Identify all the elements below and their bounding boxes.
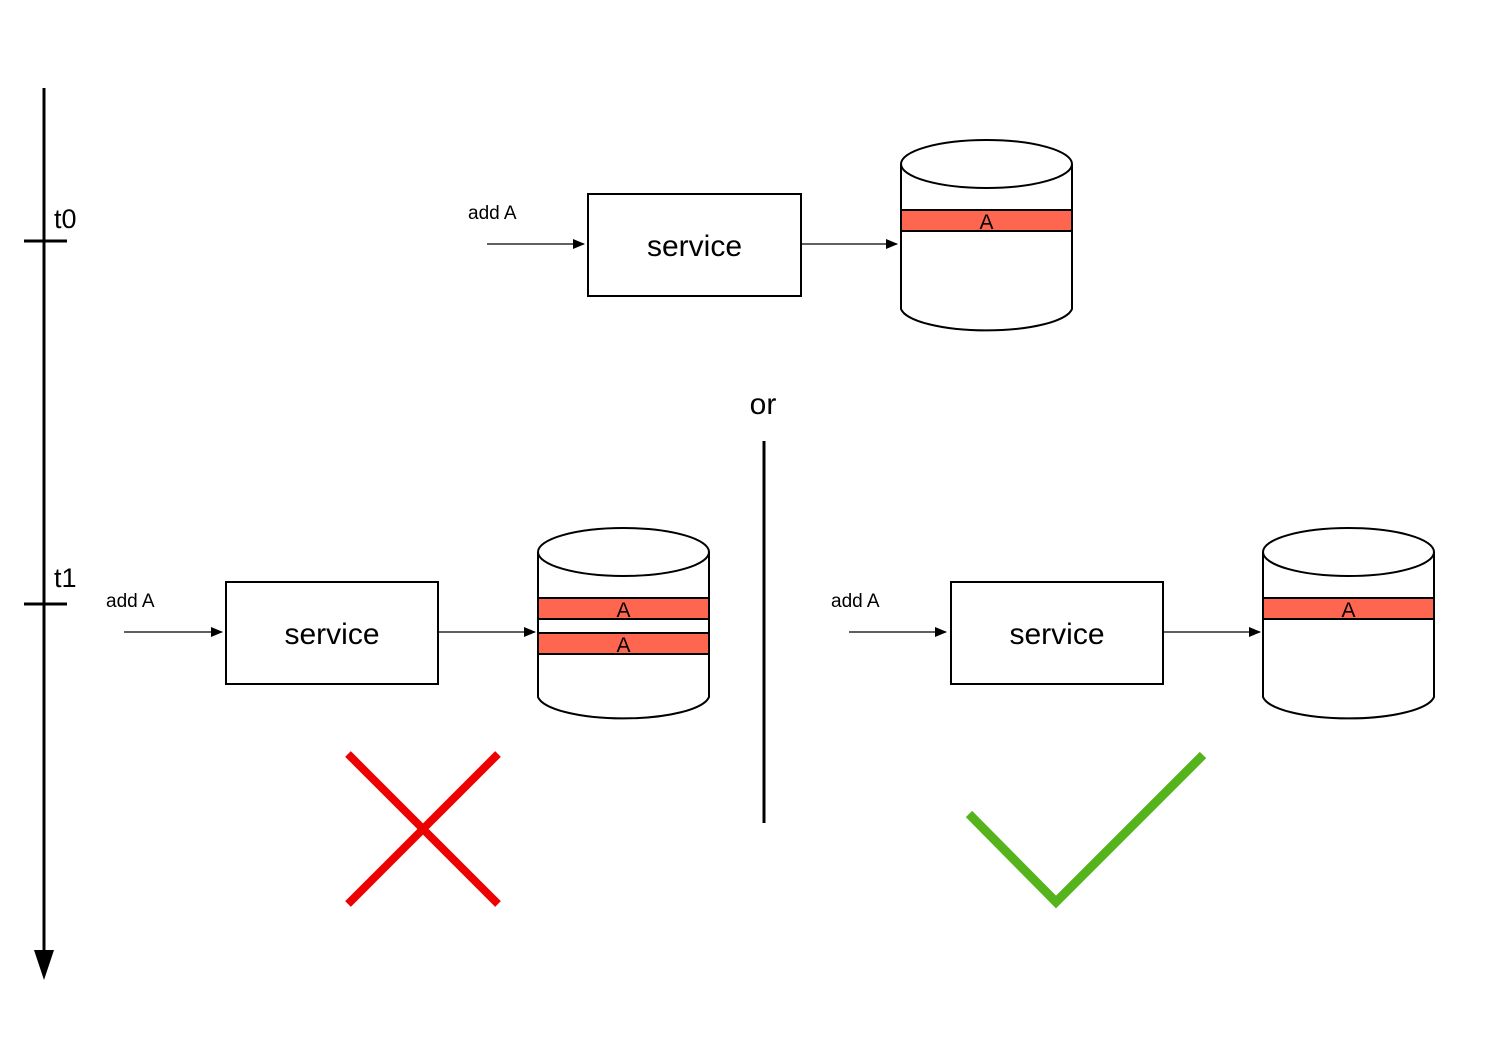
db-record <box>1262 597 1435 620</box>
database-icon: A <box>900 139 1073 332</box>
service-box <box>225 581 439 685</box>
database-icon: A A <box>537 527 710 720</box>
timeline-label-t1: t1 <box>54 563 77 593</box>
db-record-label: A <box>1341 599 1355 622</box>
check-icon <box>965 751 1207 909</box>
timeline-arrow-icon <box>34 950 54 980</box>
db-record-label: A <box>979 211 993 234</box>
service-label: service <box>284 618 379 651</box>
db-record-label: A <box>616 599 630 622</box>
input-label: add A <box>831 591 880 612</box>
db-record-label: A <box>616 634 630 657</box>
timeline: t0 t1 <box>24 88 77 980</box>
db-record <box>537 597 710 620</box>
database-icon: A <box>1262 527 1435 720</box>
scenario-t1-duplicate: add A service A A <box>106 527 710 907</box>
input-label: add A <box>106 591 155 612</box>
cross-icon <box>345 751 501 907</box>
service-label: service <box>647 230 742 263</box>
service-box <box>950 581 1164 685</box>
scenario-t1-single: add A service A <box>831 527 1435 909</box>
input-label: add A <box>468 203 517 224</box>
timeline-label-t0: t0 <box>54 204 77 234</box>
service-box <box>587 193 802 297</box>
db-record <box>900 209 1073 232</box>
service-label: service <box>1009 618 1104 651</box>
db-record <box>537 632 710 655</box>
separator-label: or <box>750 388 777 421</box>
scenario-t0: add A service A <box>468 139 1073 332</box>
